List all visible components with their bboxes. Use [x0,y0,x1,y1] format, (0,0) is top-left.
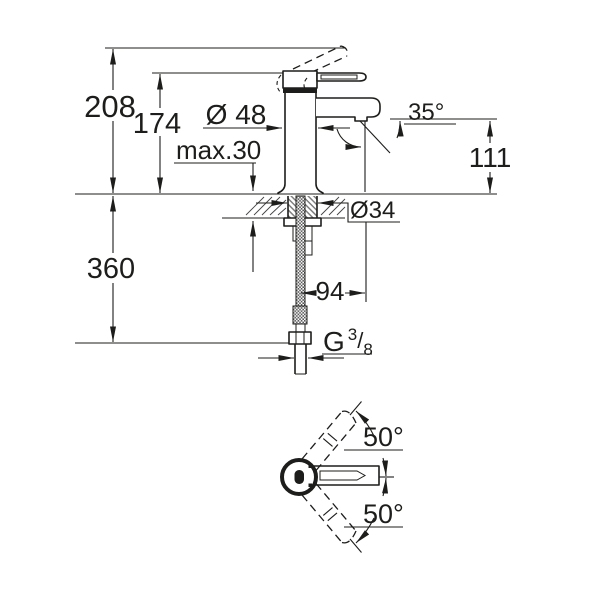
handle-down-break-marks [322,507,338,522]
dimension-body-diameter: Ø 48 [203,99,350,131]
body-column [284,93,317,184]
dimension-total-height: 208 [84,49,136,193]
dia-34-leader [335,202,400,223]
dimension-outlet-height: 111 [469,121,512,193]
mounting-assembly [283,195,322,375]
cap-seam-band [283,88,317,93]
handle-up-break-marks [322,432,338,447]
handle-joint-nub-top [308,464,312,468]
lever-handle-side [316,72,367,82]
base-flare [277,183,324,194]
handle-down-dashed-outline [301,483,357,544]
thread-denominator: 8 [363,340,372,359]
dim-360-label: 360 [87,253,135,285]
dimension-install-depth: 360 [87,196,135,342]
thread-numerator: 3 [348,325,357,344]
shank-edges [287,196,318,218]
dimension-lever-height: 174 [133,74,181,193]
connection-tube [294,344,307,374]
lever-inlay-top [319,470,367,481]
handle-down-extension [349,538,362,553]
cartridge-cap [282,70,318,89]
spout [316,97,381,122]
deck-section-hatching [245,196,346,216]
hose-hex-nut [288,331,312,345]
handle-up-extension [349,401,362,416]
swing-up-label: 50° [363,422,404,452]
dim-208-label: 208 [84,89,136,124]
angle-35-arc-left [336,128,362,150]
handle-up-dashed-outline [301,410,357,471]
dim-174-label: 174 [133,108,181,140]
hex-nut-facets [295,332,305,344]
swing-up-arc-outer [355,410,375,437]
handle-joint-nub-bottom [308,483,312,487]
swing-down-label: 50° [363,499,404,529]
angle-35-label: 35° [408,99,444,126]
hose-collar [295,323,306,333]
max30-label: max.30 [176,135,261,165]
dim-94-label: 94 [316,276,345,306]
swivel-range-down: 50° [301,477,404,553]
dia-34-label: Ø34 [350,197,395,224]
lever-inlay [320,74,358,80]
dia-48-label: Ø 48 [206,99,267,130]
braided-hose-end [292,305,308,325]
cartridge-slot [294,470,304,484]
dimension-projection: 94 [301,222,367,306]
angle-35-arc-right [396,120,404,139]
swing-down-arc-outer [355,517,375,544]
faucet-body [276,45,381,194]
dimension-hole-diameter: Ø34 [256,197,400,224]
dim-111-label: 111 [469,142,512,173]
swing-up-arc-inner [382,457,389,477]
top-plan-view: 50° 50° [280,401,404,553]
swivel-range-up: 50° [301,401,404,477]
thread-slash: / [357,328,364,353]
dimension-spout-angle: 35° [336,99,497,192]
lever-raised-dashed-outline [292,45,349,79]
thread-g: G [323,326,345,357]
side-elevation-view: 208 174 360 111 Ø 48 [75,45,512,375]
swing-down-arc-inner [382,477,389,497]
dimension-deck-thickness: max.30 [174,135,261,272]
